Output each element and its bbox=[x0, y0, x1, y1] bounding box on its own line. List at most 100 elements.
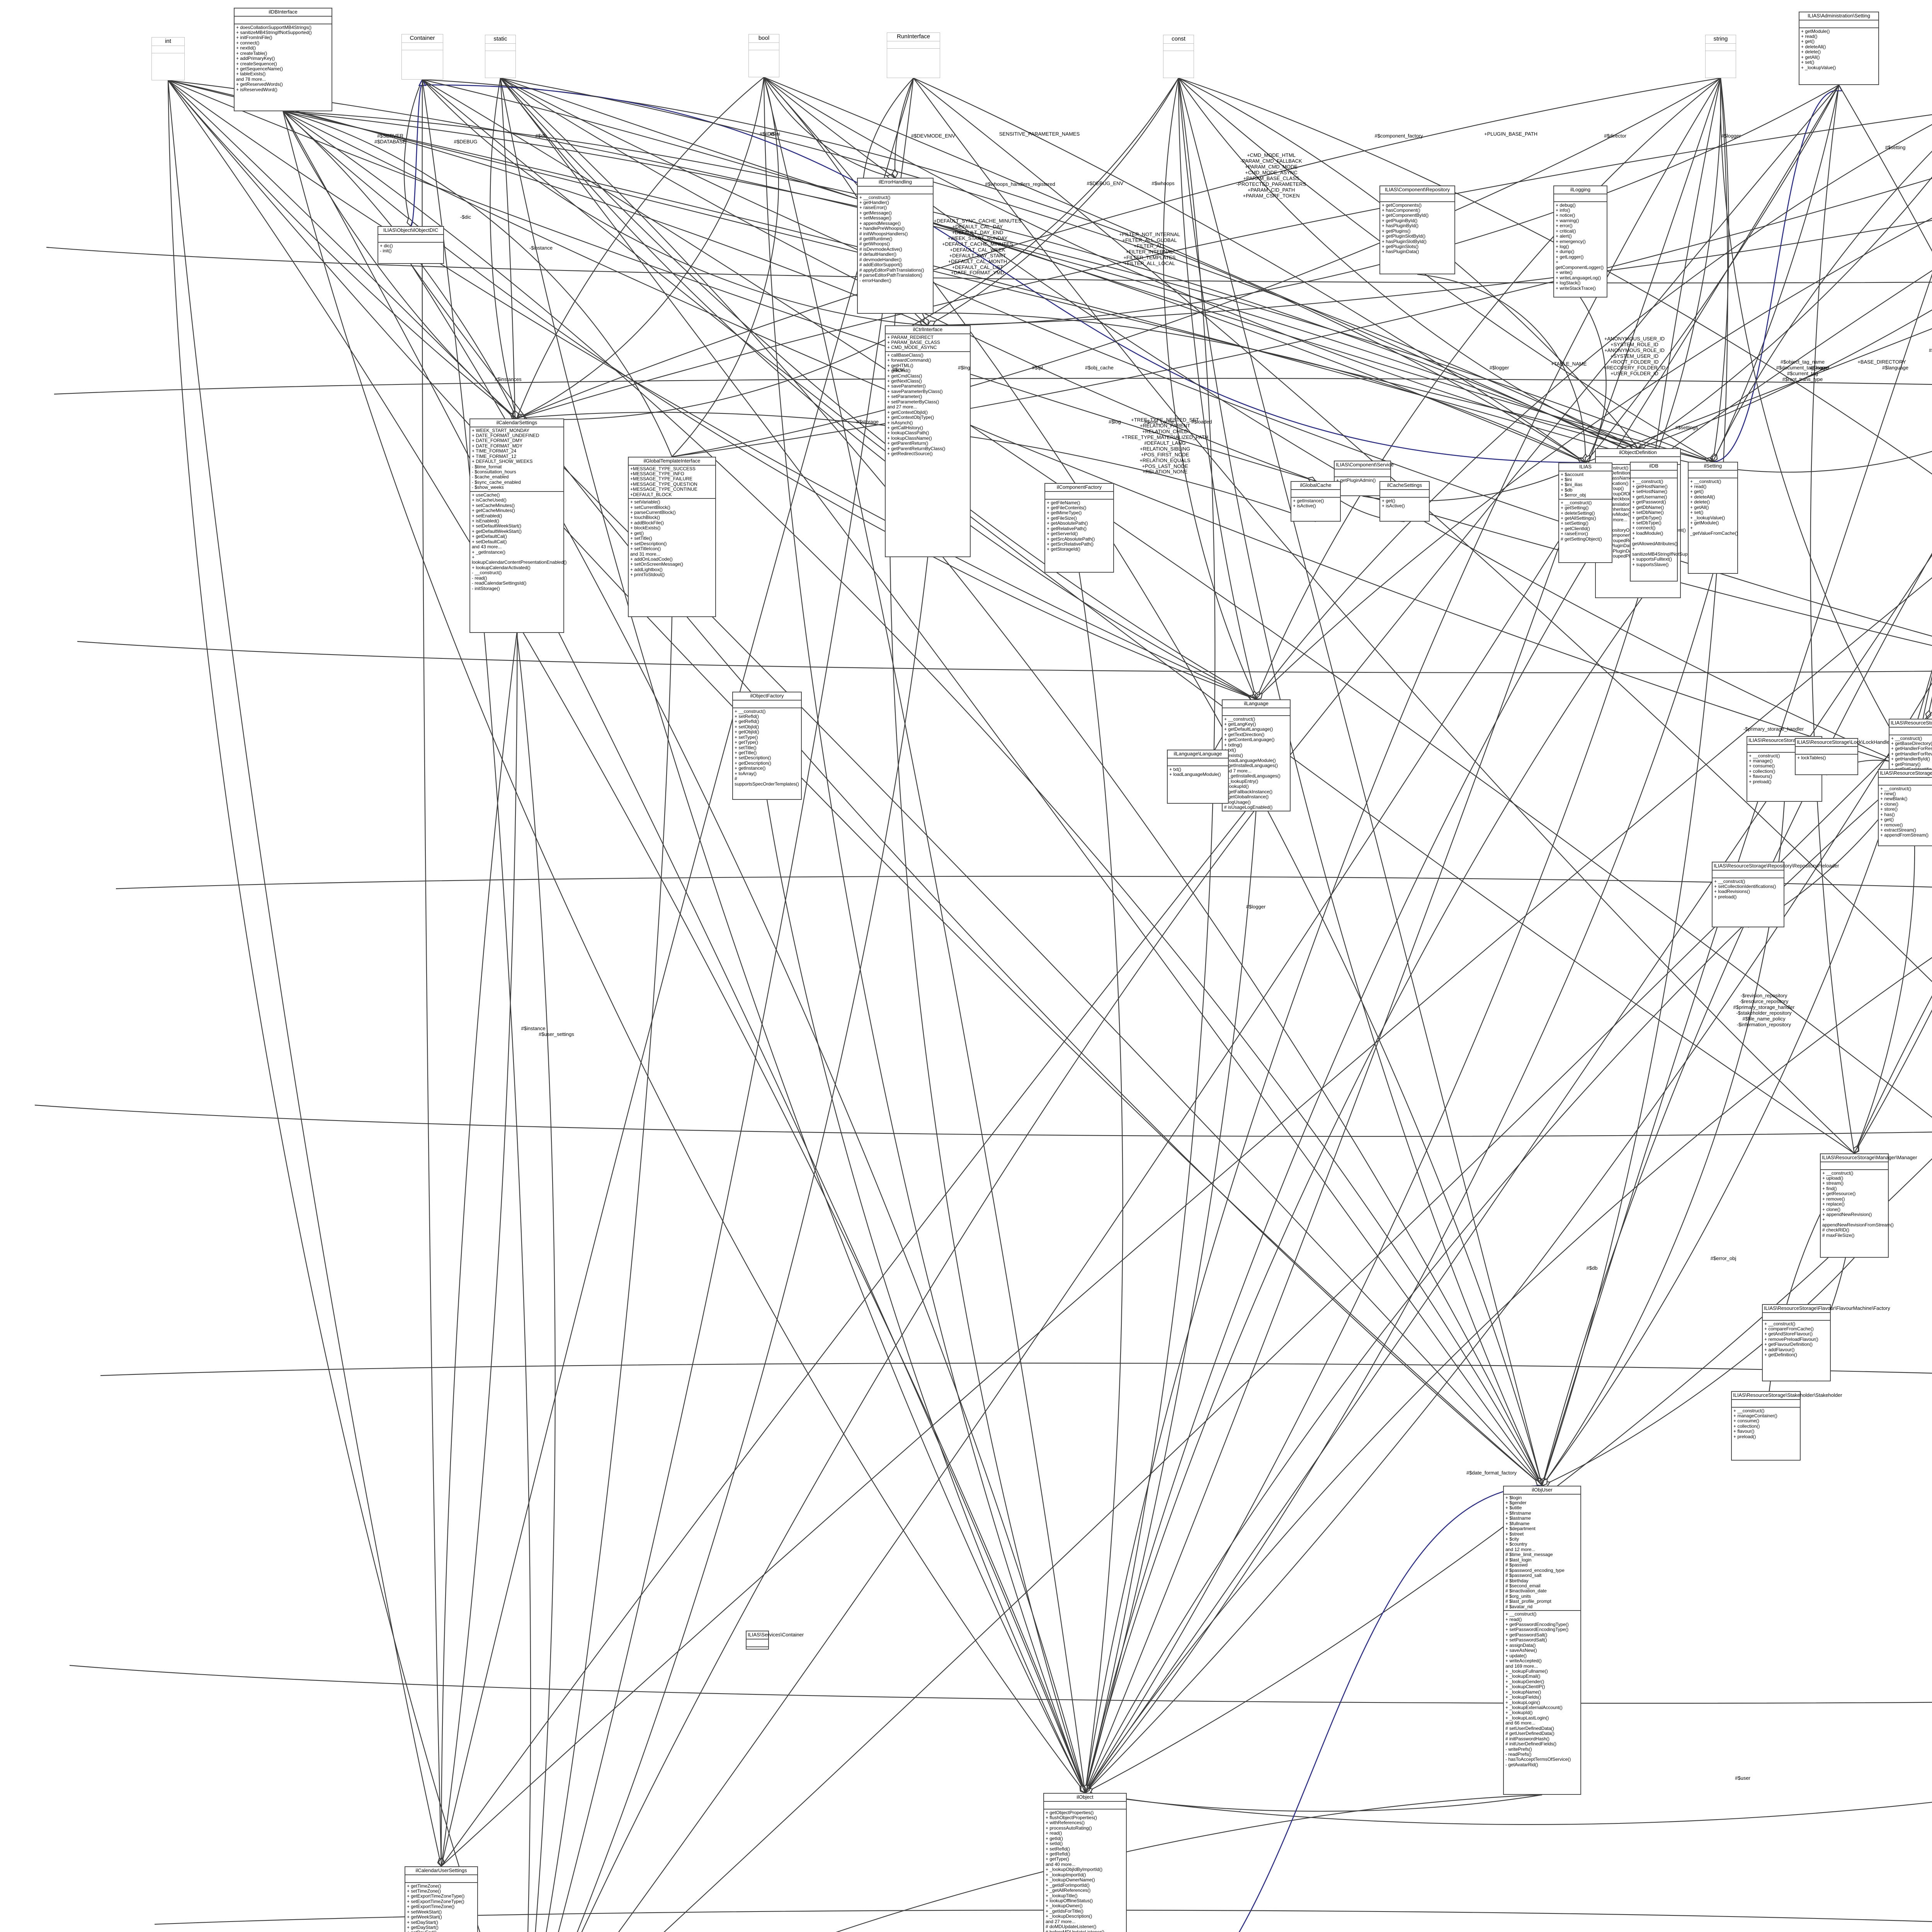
class-node-title: static bbox=[485, 35, 515, 44]
edge-label: #$logger bbox=[1810, 365, 1830, 371]
class-node[interactable]: ilGlobalCache+ getInstance() + isActive(… bbox=[1291, 481, 1341, 522]
class-node-operations: + getComponents() + hasComponent() + get… bbox=[1382, 202, 1429, 255]
class-node[interactable]: ilCalendarSettings+ WEEK_START_MONDAY + … bbox=[469, 418, 567, 633]
edge-label: #$whoops bbox=[1151, 180, 1175, 186]
edge-label: #$loaded bbox=[1191, 419, 1212, 425]
edge-label: -$dic bbox=[460, 214, 471, 220]
class-node-operations: + getModule() + read() + get() + deleteA… bbox=[1801, 28, 1836, 70]
class-node-operations: + getTimeZone() + setTimeZone() + getExp… bbox=[407, 1883, 465, 1932]
class-node[interactable]: ilCalendarUserSettings+ getTimeZone() + … bbox=[405, 1866, 478, 1932]
class-node-attributes bbox=[1631, 471, 1677, 478]
class-node[interactable]: ILIAS\Object\ilObjectDIC+ dic() - init() bbox=[378, 226, 444, 264]
edge-label: #$log bbox=[1109, 419, 1121, 425]
edge-label: #$tpl bbox=[1032, 365, 1043, 371]
class-node[interactable]: ilDB+ __construct() + getHostName() + se… bbox=[1630, 462, 1704, 582]
edge-label: +ANONYMOUS_USER_ID +SYSTEM_ROLE_ID +ANON… bbox=[1603, 336, 1666, 376]
class-node[interactable]: Container bbox=[401, 34, 443, 80]
class-node[interactable]: ilObjectFactory+ __construct() + setRefI… bbox=[732, 692, 802, 800]
class-node[interactable]: ILIAS\Administration\Setting+ getModule(… bbox=[1799, 12, 1879, 85]
edge-label: #$date_format_factory bbox=[1466, 1470, 1517, 1476]
class-node-title: ilCacheSettings bbox=[1380, 482, 1429, 490]
class-node-attributes bbox=[1335, 469, 1390, 477]
edge-label: -$instance bbox=[529, 245, 553, 251]
edge-label: #$ini bbox=[769, 131, 780, 137]
class-node[interactable]: ILIAS\ResourceStorage\Resource\ResourceB… bbox=[1878, 769, 1932, 846]
class-node-operations bbox=[887, 49, 940, 50]
class-node[interactable]: ILIAS\ResourceStorage\Repository\Reposit… bbox=[1712, 862, 1839, 927]
edge-label: -$primary_storage_handler bbox=[1743, 726, 1804, 732]
edge-label: #$component_factory bbox=[1374, 133, 1423, 139]
class-node-operations: + __construct() + getHandler() + raiseEr… bbox=[859, 194, 924, 283]
edge-label: #$whoops_handlers_registered bbox=[985, 181, 1055, 187]
class-node-title: ILIAS bbox=[1559, 463, 1612, 471]
class-node[interactable]: ILIAS\ResourceStorage\Lock\LockHandler+ … bbox=[1795, 738, 1891, 775]
class-node-attributes bbox=[1799, 20, 1878, 28]
class-node-title: ILIAS\Object\ilObjectDIC bbox=[378, 227, 443, 235]
class-node-attributes bbox=[1689, 471, 1737, 478]
class-node-title: ILIAS\ResourceStorage\Stakeholder\Stakeh… bbox=[1732, 1392, 1842, 1400]
class-node[interactable]: static bbox=[485, 35, 516, 78]
class-node-operations bbox=[749, 50, 779, 52]
class-node[interactable]: ILIAS\Services\Container bbox=[746, 1631, 804, 1650]
class-node[interactable]: ILIAS+ $account + $ini + $ini_ilias + $d… bbox=[1558, 463, 1612, 563]
class-node[interactable]: ilObject+ getObjectProperties() + flushO… bbox=[1043, 1793, 1127, 1932]
class-node[interactable]: ilComponentFactory+ getFileName() + getF… bbox=[1044, 483, 1114, 573]
class-node-title: ilDB bbox=[1631, 463, 1677, 471]
class-node[interactable]: int bbox=[151, 37, 185, 80]
edge-label: #$settings bbox=[1675, 425, 1698, 430]
class-node-attributes bbox=[1223, 708, 1290, 716]
class-node-operations: + __construct() + setRefId() + getRefId(… bbox=[735, 708, 799, 787]
class-node[interactable]: RunInterface bbox=[887, 32, 940, 78]
class-node[interactable]: ILIAS\ResourceStorage\Stakeholder\Stakeh… bbox=[1731, 1391, 1842, 1461]
class-node-operations: + get() + isActive() bbox=[1382, 498, 1405, 509]
class-node[interactable]: ilErrorHandling+ __construct() + getHand… bbox=[857, 178, 934, 314]
class-node-operations: + debug() + info() + notice() + warning(… bbox=[1556, 202, 1604, 291]
class-node[interactable]: ilCtrlInterface+ PARAM_REDIRECT + PARAM_… bbox=[885, 325, 971, 557]
class-node-attributes: + $account + $ini + $ini_ilias + $db + $… bbox=[1559, 471, 1612, 500]
class-node[interactable]: bool bbox=[748, 34, 779, 77]
class-node[interactable]: ilSetting+ __construct() + read() + get(… bbox=[1688, 462, 1738, 574]
class-node[interactable]: ilGlobalTemplateInterface+MESSAGE_TYPE_S… bbox=[628, 457, 716, 617]
class-node-title: RunInterface bbox=[887, 33, 940, 41]
class-node[interactable]: ilObjUser+ $login + $gender + $utitle + … bbox=[1503, 1486, 1581, 1795]
class-node[interactable]: ilLanguage\Language+ txt() + loadLanguag… bbox=[1167, 750, 1229, 804]
class-node[interactable]: const bbox=[1163, 35, 1194, 78]
class-node-operations: + lockTables() bbox=[1797, 755, 1826, 760]
edge-label: #$DEBUG_ENV bbox=[1087, 180, 1124, 186]
class-node-title: ilLogging bbox=[1554, 186, 1607, 194]
class-node[interactable]: ilLogging + debug() + info() + notice() +… bbox=[1553, 185, 1607, 298]
edge-label: #$setting bbox=[1885, 145, 1906, 150]
class-node-title: ILIAS\ResourceStorage\Manager\Manager bbox=[1821, 1154, 1917, 1162]
class-node-attributes bbox=[1163, 44, 1194, 51]
class-node[interactable]: ilDBInterface+ doesCollationSupportMB4St… bbox=[234, 8, 332, 111]
class-node-attributes bbox=[1291, 490, 1340, 498]
class-node-title: Container bbox=[402, 34, 443, 43]
class-node-operations: + __construct() + manage() + consume() +… bbox=[1749, 753, 1780, 784]
class-node[interactable]: ilLanguage+ __construct() + getLangKey()… bbox=[1222, 699, 1291, 812]
edge-label: +CMD_MODE_HTML -PARAM_CMD_FALLBACK +PARA… bbox=[1236, 152, 1306, 199]
class-node-operations bbox=[485, 51, 515, 53]
class-node[interactable]: ILIAS\Component\Repository+ getComponent… bbox=[1379, 185, 1455, 274]
class-node-attributes bbox=[1045, 492, 1113, 500]
class-node-operations: + __construct() + getSetting() + deleteS… bbox=[1561, 500, 1602, 542]
edge-label: #$user bbox=[1735, 1775, 1750, 1781]
class-node-operations: + __construct() + manageContainer() + co… bbox=[1733, 1408, 1777, 1439]
class-node-attributes: +MESSAGE_TYPE_SUCCESS +MESSAGE_TYPE_INFO… bbox=[629, 466, 715, 499]
class-node-attributes bbox=[1889, 728, 1932, 735]
class-node[interactable]: ILIAS\ResourceStorage\Manager\Manager+ _… bbox=[1820, 1153, 1917, 1258]
class-node-operations: + __construct() + compareFromCache() + g… bbox=[1764, 1321, 1818, 1358]
class-node[interactable]: ilCacheSettings + get() + isActive() bbox=[1379, 481, 1430, 522]
class-node-title: string bbox=[1706, 35, 1736, 44]
class-node-title: ilObjectDefinition bbox=[1596, 449, 1680, 457]
class-node-attributes bbox=[747, 1639, 768, 1647]
edge-label: #$listener bbox=[1929, 347, 1932, 353]
class-node-attributes bbox=[1044, 1802, 1126, 1810]
class-node-title: ilGlobalCache bbox=[1291, 482, 1340, 490]
class-node-attributes bbox=[1747, 745, 1821, 753]
class-node[interactable]: string bbox=[1705, 35, 1736, 78]
class-node-title: ilGlobalTemplateInterface bbox=[629, 457, 715, 466]
edge-label: +PLUGIN_BASE_PATH bbox=[1484, 131, 1537, 137]
class-node[interactable]: ILIAS\Component\Service+ getPluginAdmin(… bbox=[1334, 461, 1394, 496]
class-node[interactable]: ILIAS\ResourceStorage\Flavour\FlavourMac… bbox=[1762, 1304, 1890, 1381]
class-node-operations: + __construct() + new() + newBlank() + c… bbox=[1880, 786, 1929, 838]
